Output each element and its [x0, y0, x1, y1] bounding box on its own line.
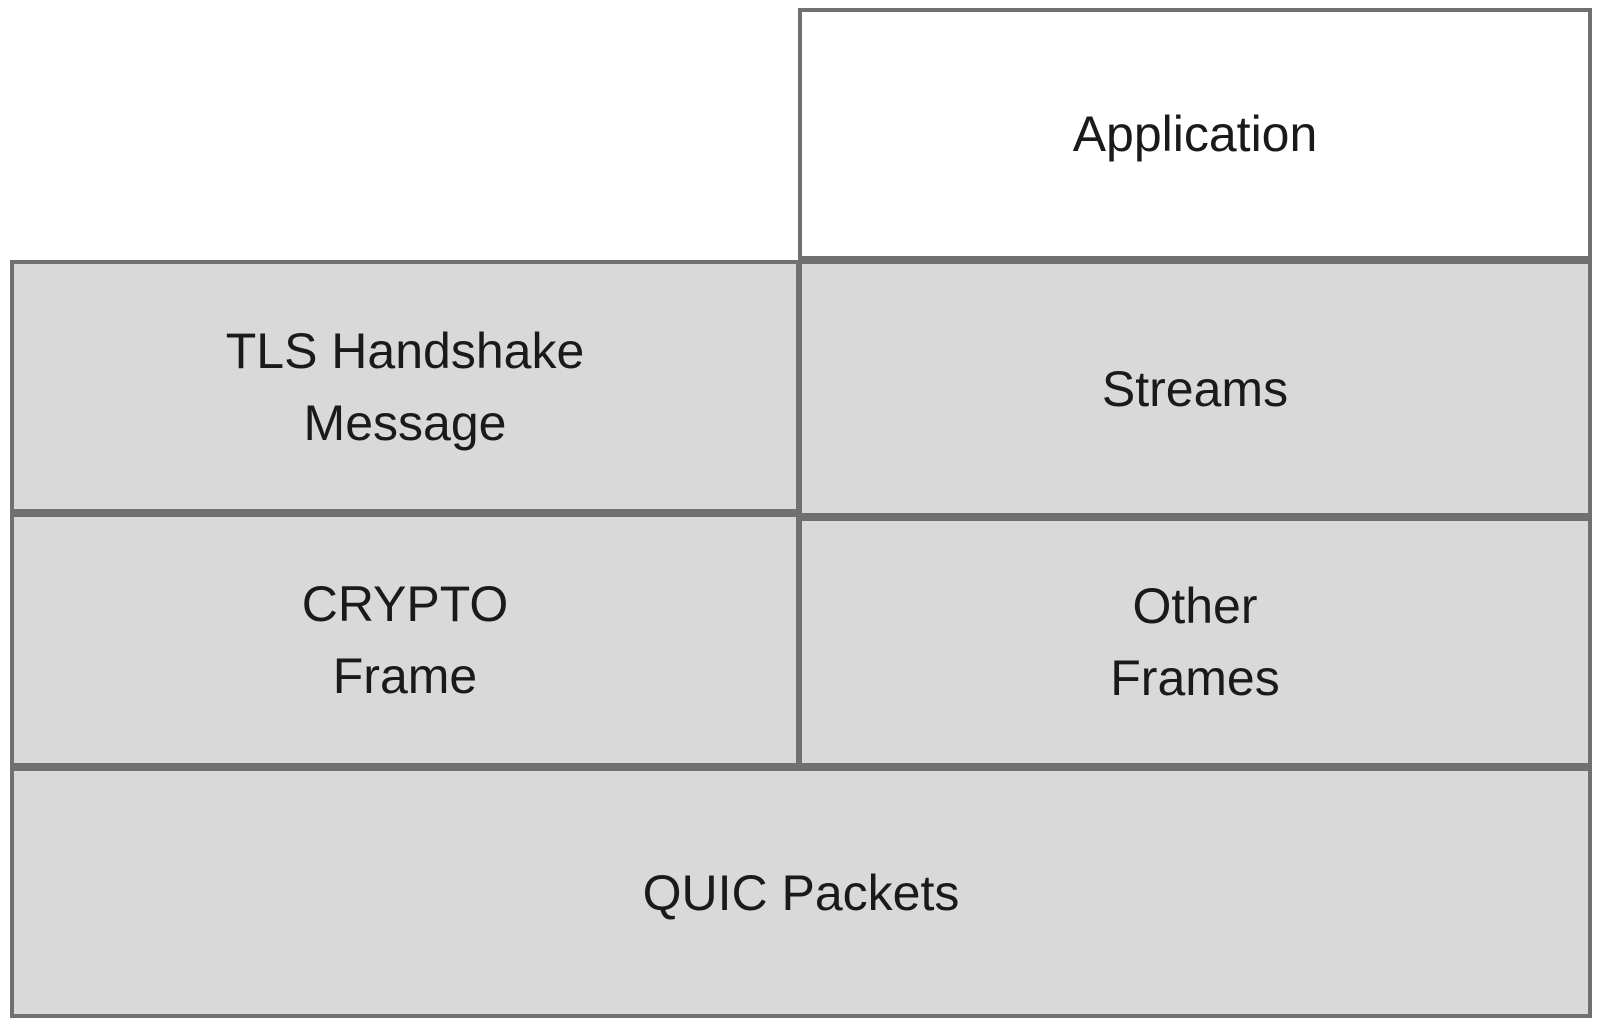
label-line: QUIC Packets: [642, 864, 960, 921]
box-streams: Streams: [798, 260, 1592, 517]
label-line: Other: [1132, 578, 1258, 634]
label-line: Message: [303, 394, 507, 451]
label-line: Frame: [332, 648, 478, 704]
label-line: Streams: [1101, 360, 1289, 417]
label-line: Application: [1072, 106, 1318, 162]
label-line: CRYPTO: [301, 576, 509, 632]
box-streams-label: Streams: [1102, 353, 1288, 425]
box-crypto-frame: CRYPTO Frame: [10, 513, 800, 767]
box-quic-packets: QUIC Packets: [10, 767, 1592, 1018]
box-quic-packets-label: QUIC Packets: [643, 857, 960, 929]
box-application: Application: [798, 8, 1592, 260]
label-line: TLS Handshake: [225, 322, 585, 379]
label-line: Frames: [1110, 650, 1280, 706]
box-application-label: Application: [1073, 98, 1318, 170]
box-tls-handshake-message: TLS Handshake Message: [10, 260, 800, 513]
box-tls-handshake-message-label: TLS Handshake Message: [226, 315, 585, 459]
box-crypto-frame-label: CRYPTO Frame: [302, 568, 509, 712]
box-other-frames: Other Frames: [798, 517, 1592, 767]
box-other-frames-label: Other Frames: [1110, 570, 1279, 714]
